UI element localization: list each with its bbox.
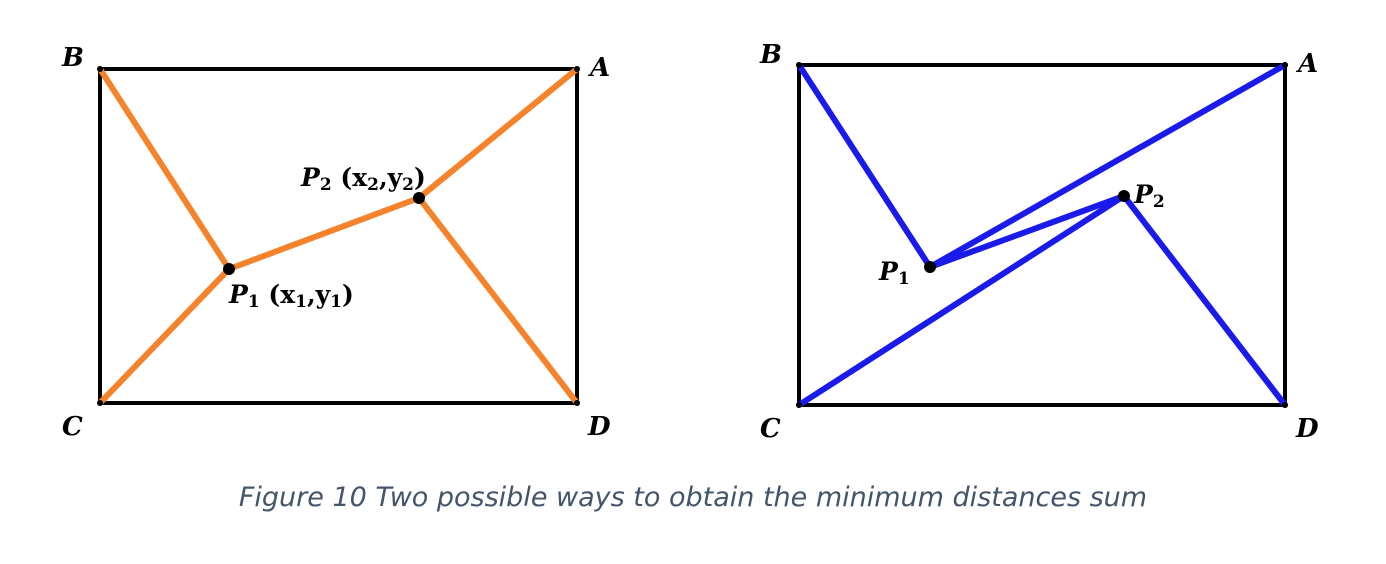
right-vertex-a-dot	[1282, 62, 1288, 68]
figure-diagrams: B A C D P2 (x2,y2) P1 (x1,y1) B A C D	[61, 40, 1319, 444]
left-vertex-c-dot	[97, 400, 103, 406]
left-edge-c-p1	[97, 266, 232, 406]
right-edge-p1-p2	[927, 193, 1127, 270]
right-p2-point	[1118, 190, 1130, 202]
right-rectangle	[797, 63, 1287, 407]
left-edge-p1-p2	[226, 195, 422, 272]
right-edge-p2-d	[1121, 193, 1288, 408]
left-rectangle	[98, 67, 579, 405]
right-diagram: B A C D P1 P2	[759, 40, 1319, 444]
right-label-d: D	[1295, 414, 1319, 444]
left-vertex-b-dot	[97, 66, 103, 72]
left-p2-label: P2 (x2,y2)	[300, 163, 426, 195]
left-p2-point	[413, 192, 425, 204]
right-edge-p1-a	[927, 62, 1288, 270]
figure-caption: Figure 10 Two possible ways to obtain th…	[238, 482, 1148, 513]
left-label-c: C	[62, 412, 83, 442]
left-orange-edges	[97, 66, 580, 406]
right-p1-label: P1	[878, 257, 910, 289]
right-edge-b-p1	[796, 62, 933, 270]
right-edge-c-p2	[796, 193, 1127, 408]
right-vertex-c-dot	[796, 402, 802, 408]
right-vertex-b-dot	[796, 62, 802, 68]
right-label-b: B	[759, 40, 782, 70]
left-edge-p2-d	[416, 195, 580, 406]
left-diagram: B A C D P2 (x2,y2) P1 (x1,y1)	[61, 43, 611, 442]
left-edge-p2-a	[416, 66, 580, 201]
left-p1-label: P1 (x1,y1)	[228, 280, 354, 312]
left-p1-point	[223, 263, 235, 275]
left-vertex-d-dot	[574, 400, 580, 406]
left-edge-b-p1	[97, 66, 232, 272]
right-p1-point	[924, 261, 936, 273]
right-label-c: C	[760, 414, 781, 444]
left-label-b: B	[61, 43, 84, 73]
left-label-a: A	[587, 53, 610, 83]
left-label-d: D	[587, 412, 611, 442]
left-vertex-a-dot	[574, 66, 580, 72]
right-label-a: A	[1295, 49, 1318, 79]
right-blue-edges	[796, 62, 1288, 408]
right-vertex-d-dot	[1282, 402, 1288, 408]
right-p2-label: P2	[1133, 180, 1165, 212]
